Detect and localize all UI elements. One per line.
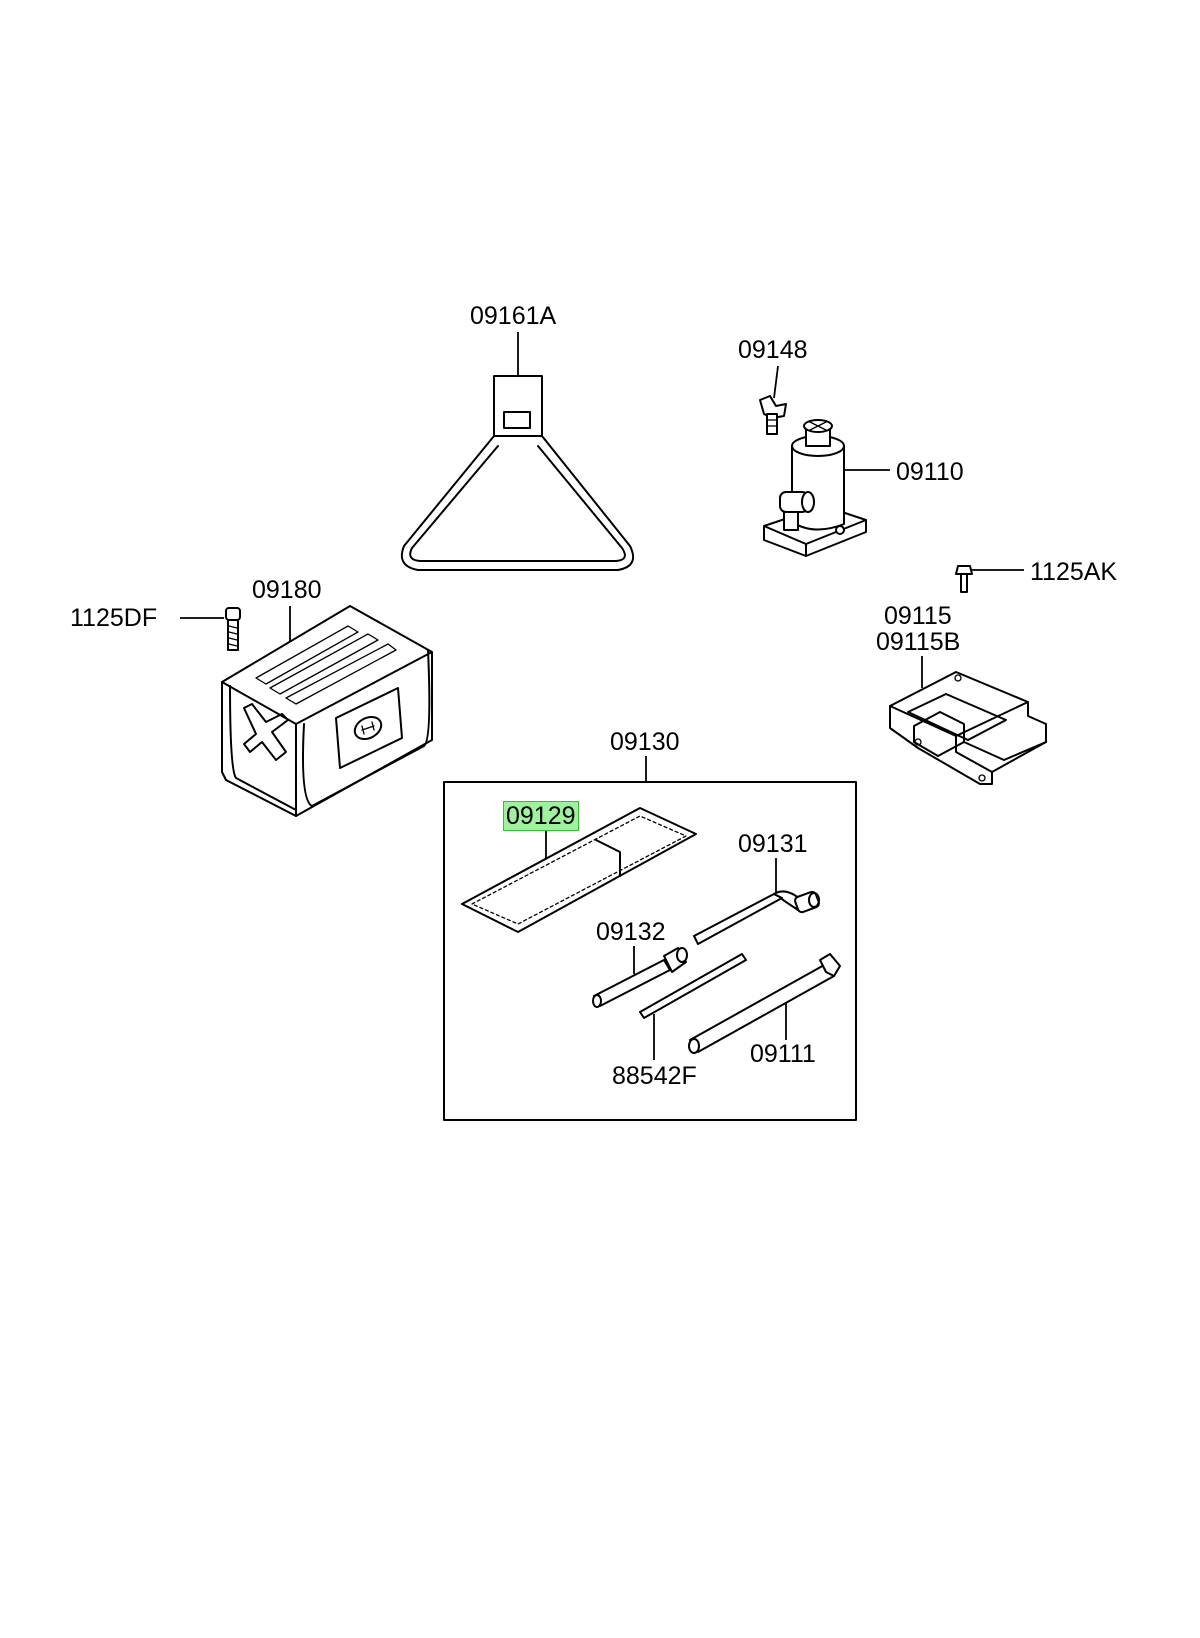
callout-09131[interactable]: 09131 bbox=[738, 830, 808, 858]
wing-bolt-drawing bbox=[759, 365, 787, 435]
callout-09132[interactable]: 09132 bbox=[596, 918, 666, 946]
wheel-wrench-drawing bbox=[693, 858, 820, 945]
jack-tray-drawing bbox=[889, 654, 1047, 785]
callout-09129-selected[interactable]: 09129 bbox=[503, 801, 579, 831]
callout-09110[interactable]: 09110 bbox=[896, 458, 964, 486]
bottle-jack-drawing bbox=[763, 419, 890, 557]
rod-88542f-drawing bbox=[639, 953, 747, 1060]
callout-1125DF[interactable]: 1125DF bbox=[70, 604, 158, 632]
callout-09111[interactable]: 09111 bbox=[750, 1040, 816, 1068]
callout-09130[interactable]: 09130 bbox=[610, 728, 680, 756]
extension-bar-drawing bbox=[592, 946, 688, 1008]
handle-rod-drawing bbox=[688, 953, 841, 1054]
bolt-1125df-drawing bbox=[180, 607, 241, 651]
callout-09148[interactable]: 09148 bbox=[738, 336, 808, 364]
jack-handle-drawing bbox=[400, 332, 634, 571]
callout-09161A[interactable]: 09161A bbox=[470, 302, 557, 330]
callout-09115B[interactable]: 09115B bbox=[876, 628, 961, 656]
callout-09115[interactable]: 09115 bbox=[884, 602, 952, 630]
callout-1125AK[interactable]: 1125AK bbox=[1030, 558, 1118, 586]
callout-88542F[interactable]: 88542F bbox=[612, 1062, 697, 1090]
tool-bag-drawing bbox=[461, 807, 697, 933]
bolt-1125ak-drawing bbox=[955, 565, 1024, 593]
callout-09180[interactable]: 09180 bbox=[252, 576, 322, 604]
tool-box-drawing bbox=[221, 605, 433, 817]
